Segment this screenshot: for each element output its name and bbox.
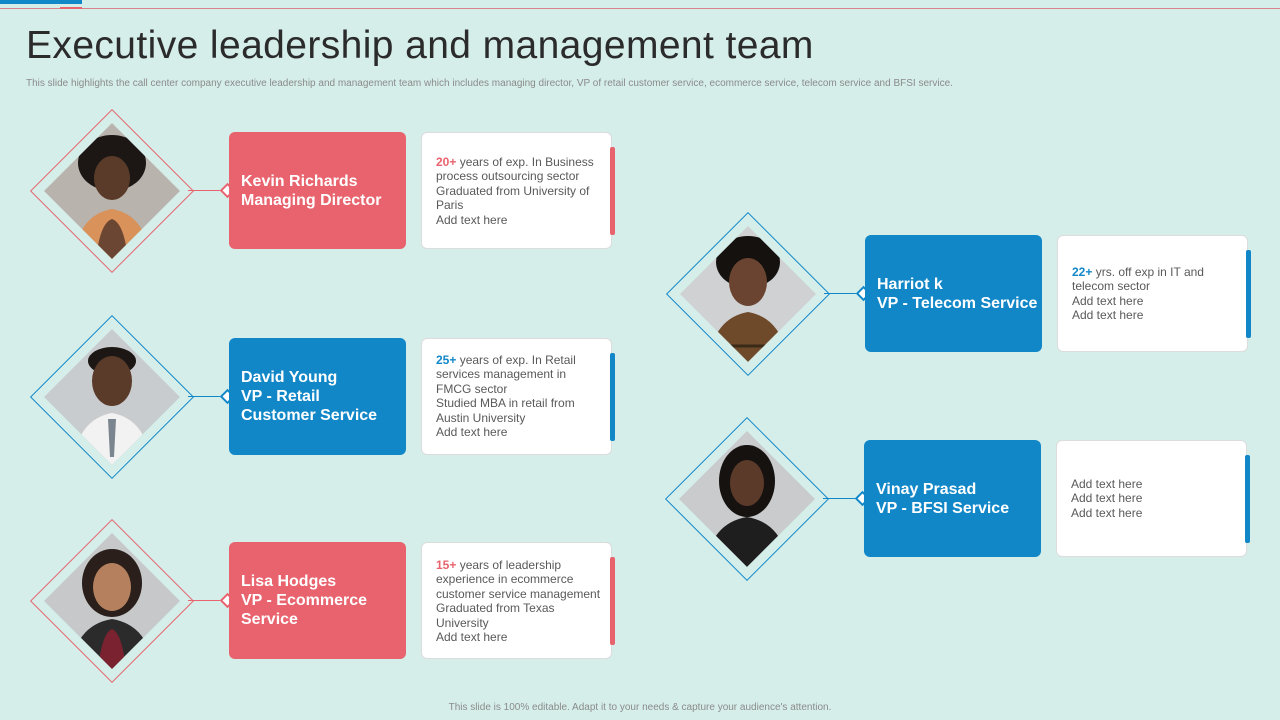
experience-highlight: 22+	[1072, 265, 1093, 279]
connector-line	[188, 190, 230, 191]
avatar	[679, 431, 815, 567]
member-role: VP - Telecom Service	[877, 294, 1038, 312]
info-text: services management in	[436, 367, 567, 382]
info-text: years of leadership	[459, 558, 562, 572]
member-name: Kevin Richards	[241, 172, 358, 190]
slide-footer: This slide is 100% editable. Adapt it to…	[448, 702, 832, 713]
info-text: Studied MBA in retail from	[436, 396, 575, 411]
info-text: Graduated from University of	[436, 183, 590, 198]
slide-subtitle: This slide highlights the call center co…	[26, 78, 953, 89]
experience-highlight: 20+	[436, 155, 457, 169]
info-accent-bar	[1246, 250, 1251, 338]
member-name: Harriot k	[877, 275, 943, 293]
info-text: customer service management	[436, 586, 601, 601]
person-photo-icon	[44, 123, 180, 259]
person-photo-icon	[44, 329, 180, 465]
info-text: process outsourcing sector	[436, 169, 580, 184]
top-accent-bar	[0, 0, 82, 4]
top-accent-mark	[60, 7, 82, 9]
person-photo-icon	[680, 226, 816, 362]
info-text: years of exp. In Business	[459, 155, 594, 169]
info-text: Graduated from Texas	[436, 601, 555, 616]
member-name: Lisa Hodges	[241, 573, 337, 590]
experience-highlight: 25+	[436, 353, 457, 367]
member-role: Customer Service	[241, 407, 378, 424]
info-accent-bar	[610, 353, 615, 441]
connector-line	[188, 396, 230, 397]
info-text: Add text here	[1072, 293, 1144, 308]
member-role: Service	[241, 611, 298, 628]
info-text: Austin University	[436, 410, 526, 425]
info-text: yrs. off exp in IT and	[1095, 265, 1204, 279]
info-card: 15+ years of leadership experience in ec…	[421, 542, 615, 659]
member-role: VP - BFSI Service	[876, 499, 1010, 517]
info-accent-bar	[610, 557, 615, 645]
info-text: University	[436, 615, 489, 630]
info-text: Add text here	[436, 212, 508, 227]
name-card: David Young VP - Retail Customer Service	[229, 338, 406, 455]
member-name: Vinay Prasad	[876, 480, 977, 498]
person-photo-icon	[44, 533, 180, 669]
info-text: Add text here	[1071, 491, 1143, 506]
connector-line	[188, 600, 230, 601]
info-text: FMCG sector	[436, 381, 508, 396]
avatar	[44, 533, 180, 669]
info-text: Add text here	[1071, 477, 1143, 491]
name-card: Harriot k VP - Telecom Service	[865, 235, 1042, 352]
info-text: Add text here	[436, 425, 508, 440]
info-text: Add text here	[436, 630, 508, 645]
member-role: VP - Retail	[241, 388, 320, 405]
connector-line	[823, 498, 865, 499]
name-card: Kevin Richards Managing Director	[229, 132, 406, 249]
avatar	[44, 329, 180, 465]
experience-highlight: 15+	[436, 558, 457, 572]
info-card: Add text here Add text here Add text her…	[1056, 440, 1250, 557]
info-accent-bar	[610, 147, 615, 235]
info-card: 20+ years of exp. In Business process ou…	[421, 132, 615, 249]
member-name: David Young	[241, 369, 338, 386]
info-text: Add text here	[1071, 505, 1143, 520]
avatar	[680, 226, 816, 362]
member-role: VP - Ecommerce	[241, 592, 367, 609]
info-text: telecom sector	[1072, 279, 1151, 294]
avatar	[44, 123, 180, 259]
info-accent-bar	[1245, 455, 1250, 543]
info-text: experience in ecommerce	[436, 572, 574, 587]
member-role: Managing Director	[241, 191, 382, 209]
info-card: 25+ years of exp. In Retail services man…	[421, 338, 615, 455]
info-text: years of exp. In Retail	[459, 353, 576, 367]
name-card: Lisa Hodges VP - Ecommerce Service	[229, 542, 406, 659]
connector-line	[824, 293, 866, 294]
info-text: Paris	[436, 198, 464, 213]
top-divider-line	[0, 8, 1280, 9]
info-text: Add text here	[1072, 308, 1144, 323]
name-card: Vinay Prasad VP - BFSI Service	[864, 440, 1041, 557]
info-card: 22+ yrs. off exp in IT and telecom secto…	[1057, 235, 1251, 352]
person-photo-icon	[679, 431, 815, 567]
slide-title: Executive leadership and management team	[26, 24, 814, 67]
